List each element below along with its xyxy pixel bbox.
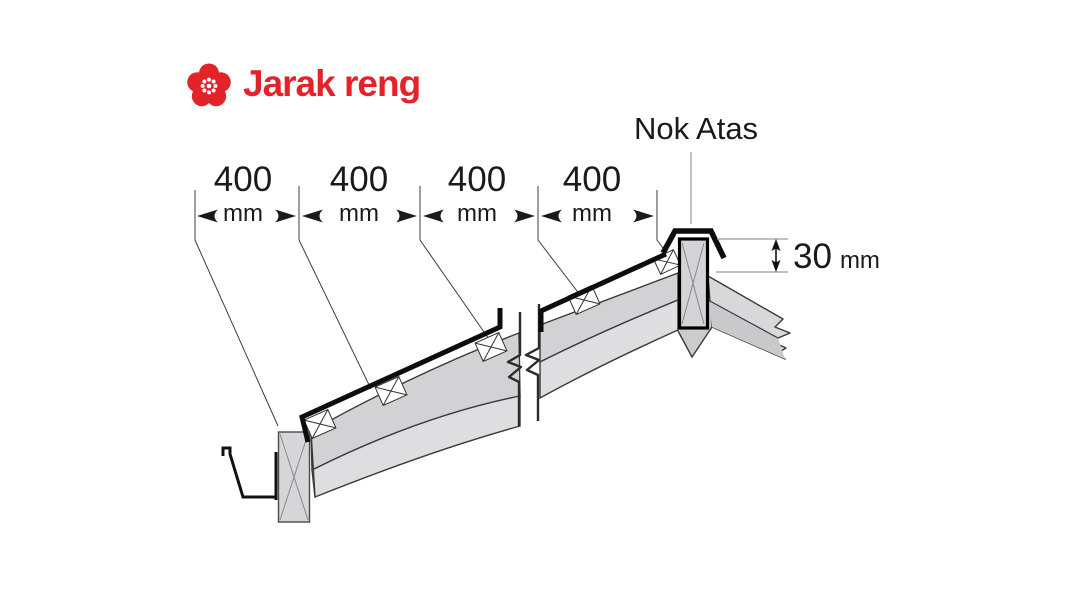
dimension-unit: mm [572,200,612,227]
ridge-cap-profile [660,228,727,260]
dimension-label: 400 mm [448,162,506,226]
batten [303,408,337,440]
dimension-value: 400 [329,160,389,199]
right-slope-rafter-beam [707,275,791,360]
ridge-height-label: 30 mm [793,237,880,277]
batten [474,331,508,363]
page-title: Jarak reng [243,63,421,104]
dimension-label: 400 mm [563,162,621,226]
dimension-leader-lines [194,186,670,427]
dimension-value: 400 [447,160,507,199]
roofing-profile-lower [299,308,503,443]
ridge-height-value: 30 [793,237,832,276]
dimension-value: 400 [562,160,622,199]
dimension-label: 400 mm [214,162,272,226]
rafter-beam-upper-segment [539,271,679,400]
break-symbol [506,304,541,426]
batten [652,248,682,276]
ridge-post [677,237,710,330]
gutter-profile [221,446,278,500]
ridge-height-unit: mm [839,247,880,274]
dimension-unit: mm [457,200,497,227]
dimension-label: 400 mm [330,162,388,226]
roofing-profile-upper [538,251,668,332]
flower-logo-icon [187,63,231,107]
dimension-unit: mm [339,200,379,227]
dimension-arrows [197,209,654,223]
dimension-value: 400 [213,160,273,199]
fascia-board [277,431,311,523]
ridge-height-dimension [716,238,788,273]
ridge-label: Nok Atas [634,111,759,146]
battens [303,248,682,440]
dimension-unit: mm [223,200,263,227]
batten [374,375,408,407]
